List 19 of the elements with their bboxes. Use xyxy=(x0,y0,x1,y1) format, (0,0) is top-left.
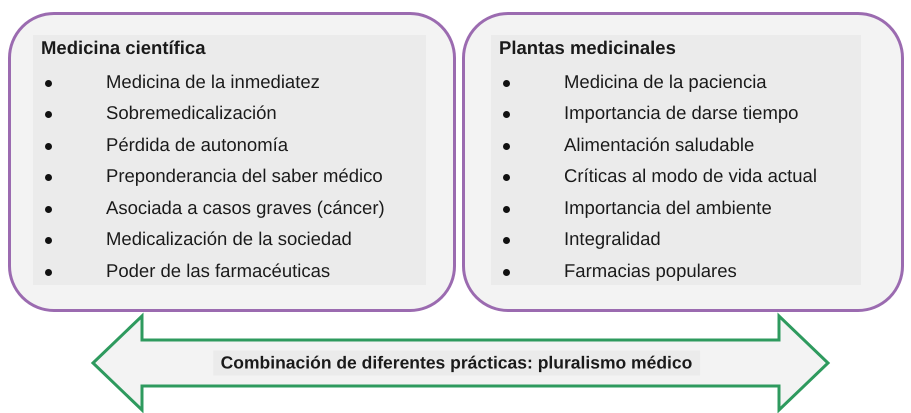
list-item: Medicina de la paciencia xyxy=(564,70,767,92)
list-item: Farmacias populares xyxy=(564,260,737,282)
list-item: Alimentación saludable xyxy=(564,134,754,156)
list-item: Críticas al modo de vida actual xyxy=(564,165,817,187)
panel-heading: Medicina científica xyxy=(41,37,206,59)
list-item: Medicalización de la sociedad xyxy=(106,228,352,250)
category-panel xyxy=(8,12,456,312)
list-item: Importancia del ambiente xyxy=(564,196,772,218)
panel-heading: Plantas medicinales xyxy=(499,37,676,59)
list-item: Asociada a casos graves (cáncer) xyxy=(106,196,385,218)
list-item: Preponderancia del saber médico xyxy=(106,165,383,187)
list-item: Sobremedicalización xyxy=(106,102,277,124)
list-item: Medicina de la inmediatez xyxy=(106,70,320,92)
list-item: Integralidad xyxy=(564,228,661,250)
list-item: Poder de las farmacéuticas xyxy=(106,260,330,282)
list-item: Pérdida de autonomía xyxy=(106,134,288,156)
list-item: Importancia de darse tiempo xyxy=(564,102,798,124)
category-panel xyxy=(462,12,904,312)
edge-label: Combinación de diferentes prácticas: pluralismo médico xyxy=(212,350,700,376)
